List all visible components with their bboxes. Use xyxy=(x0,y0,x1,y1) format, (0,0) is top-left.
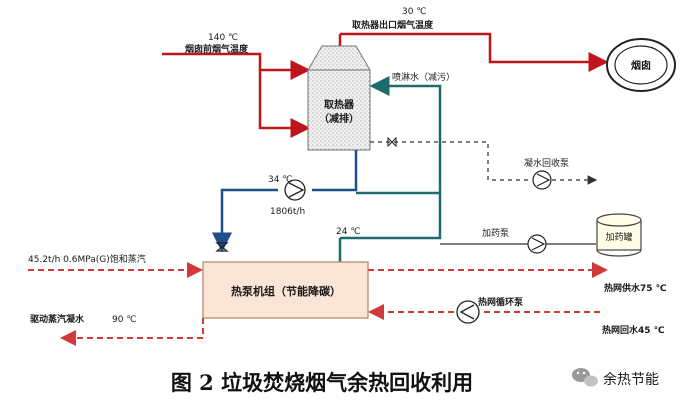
circulation-pump-icon xyxy=(456,300,480,324)
cooling-water-line xyxy=(212,150,358,253)
temp-30-label: 30 ℃ xyxy=(402,7,426,17)
chimney-label: 烟囱 xyxy=(631,59,651,72)
spray-water-loop xyxy=(338,76,442,262)
extractor-label-line1: 取热器 xyxy=(324,98,355,111)
dosing-pump-icon xyxy=(527,234,547,254)
outlet-temp-label: 取热器出口烟气温度 xyxy=(352,19,434,31)
steam-input-label: 45.2t/h 0.6MPa(G)饱和蒸汽 xyxy=(28,253,146,265)
spray-water-label: 喷淋水（减污） xyxy=(392,71,455,83)
water-pump-icon xyxy=(284,179,306,201)
flue-before-label: 烟囱前烟气温度 xyxy=(185,43,249,55)
dosing-tank-label: 加药罐 xyxy=(605,231,632,243)
chimney-icon xyxy=(606,38,676,92)
brand-label: 余热节能 xyxy=(603,371,659,388)
condensate-pump-icon xyxy=(532,170,552,190)
drive-condensate-label: 驱动蒸汽凝水 xyxy=(30,313,85,325)
temp-90-label: 90 ℃ xyxy=(112,315,136,325)
temp-24-label: 24 ℃ xyxy=(336,227,360,237)
dosing-tank-icon xyxy=(596,213,642,257)
extractor-label-line2: （减排） xyxy=(319,112,359,125)
heat-pump-label: 热泵机组（节能降碳） xyxy=(231,284,341,298)
figure-caption: 图 2 垃圾焚烧烟气余热回收利用 xyxy=(171,370,473,395)
flue-gas-lines xyxy=(162,32,609,138)
condensate-pump-label: 凝水回收泵 xyxy=(524,157,569,169)
flow-label: 1806t/h xyxy=(270,207,305,217)
condensate-dashed-line xyxy=(370,141,598,185)
temp-140-label: 140 ℃ xyxy=(208,33,238,43)
heat-pump-unit xyxy=(202,261,369,319)
valve-icon xyxy=(387,136,397,148)
temp-34-label: 34 ℃ xyxy=(268,175,292,185)
return-water-label: 热网回水45 ℃ xyxy=(602,324,665,336)
wechat-logo-icon xyxy=(572,368,598,387)
heat-extractor xyxy=(307,45,371,151)
circ-pump-label: 热网循环泵 xyxy=(478,296,524,308)
supply-water-label: 热网供水75 ℃ xyxy=(604,282,667,294)
valve-icon xyxy=(215,242,229,252)
dosing-pump-label: 加药泵 xyxy=(482,228,509,239)
